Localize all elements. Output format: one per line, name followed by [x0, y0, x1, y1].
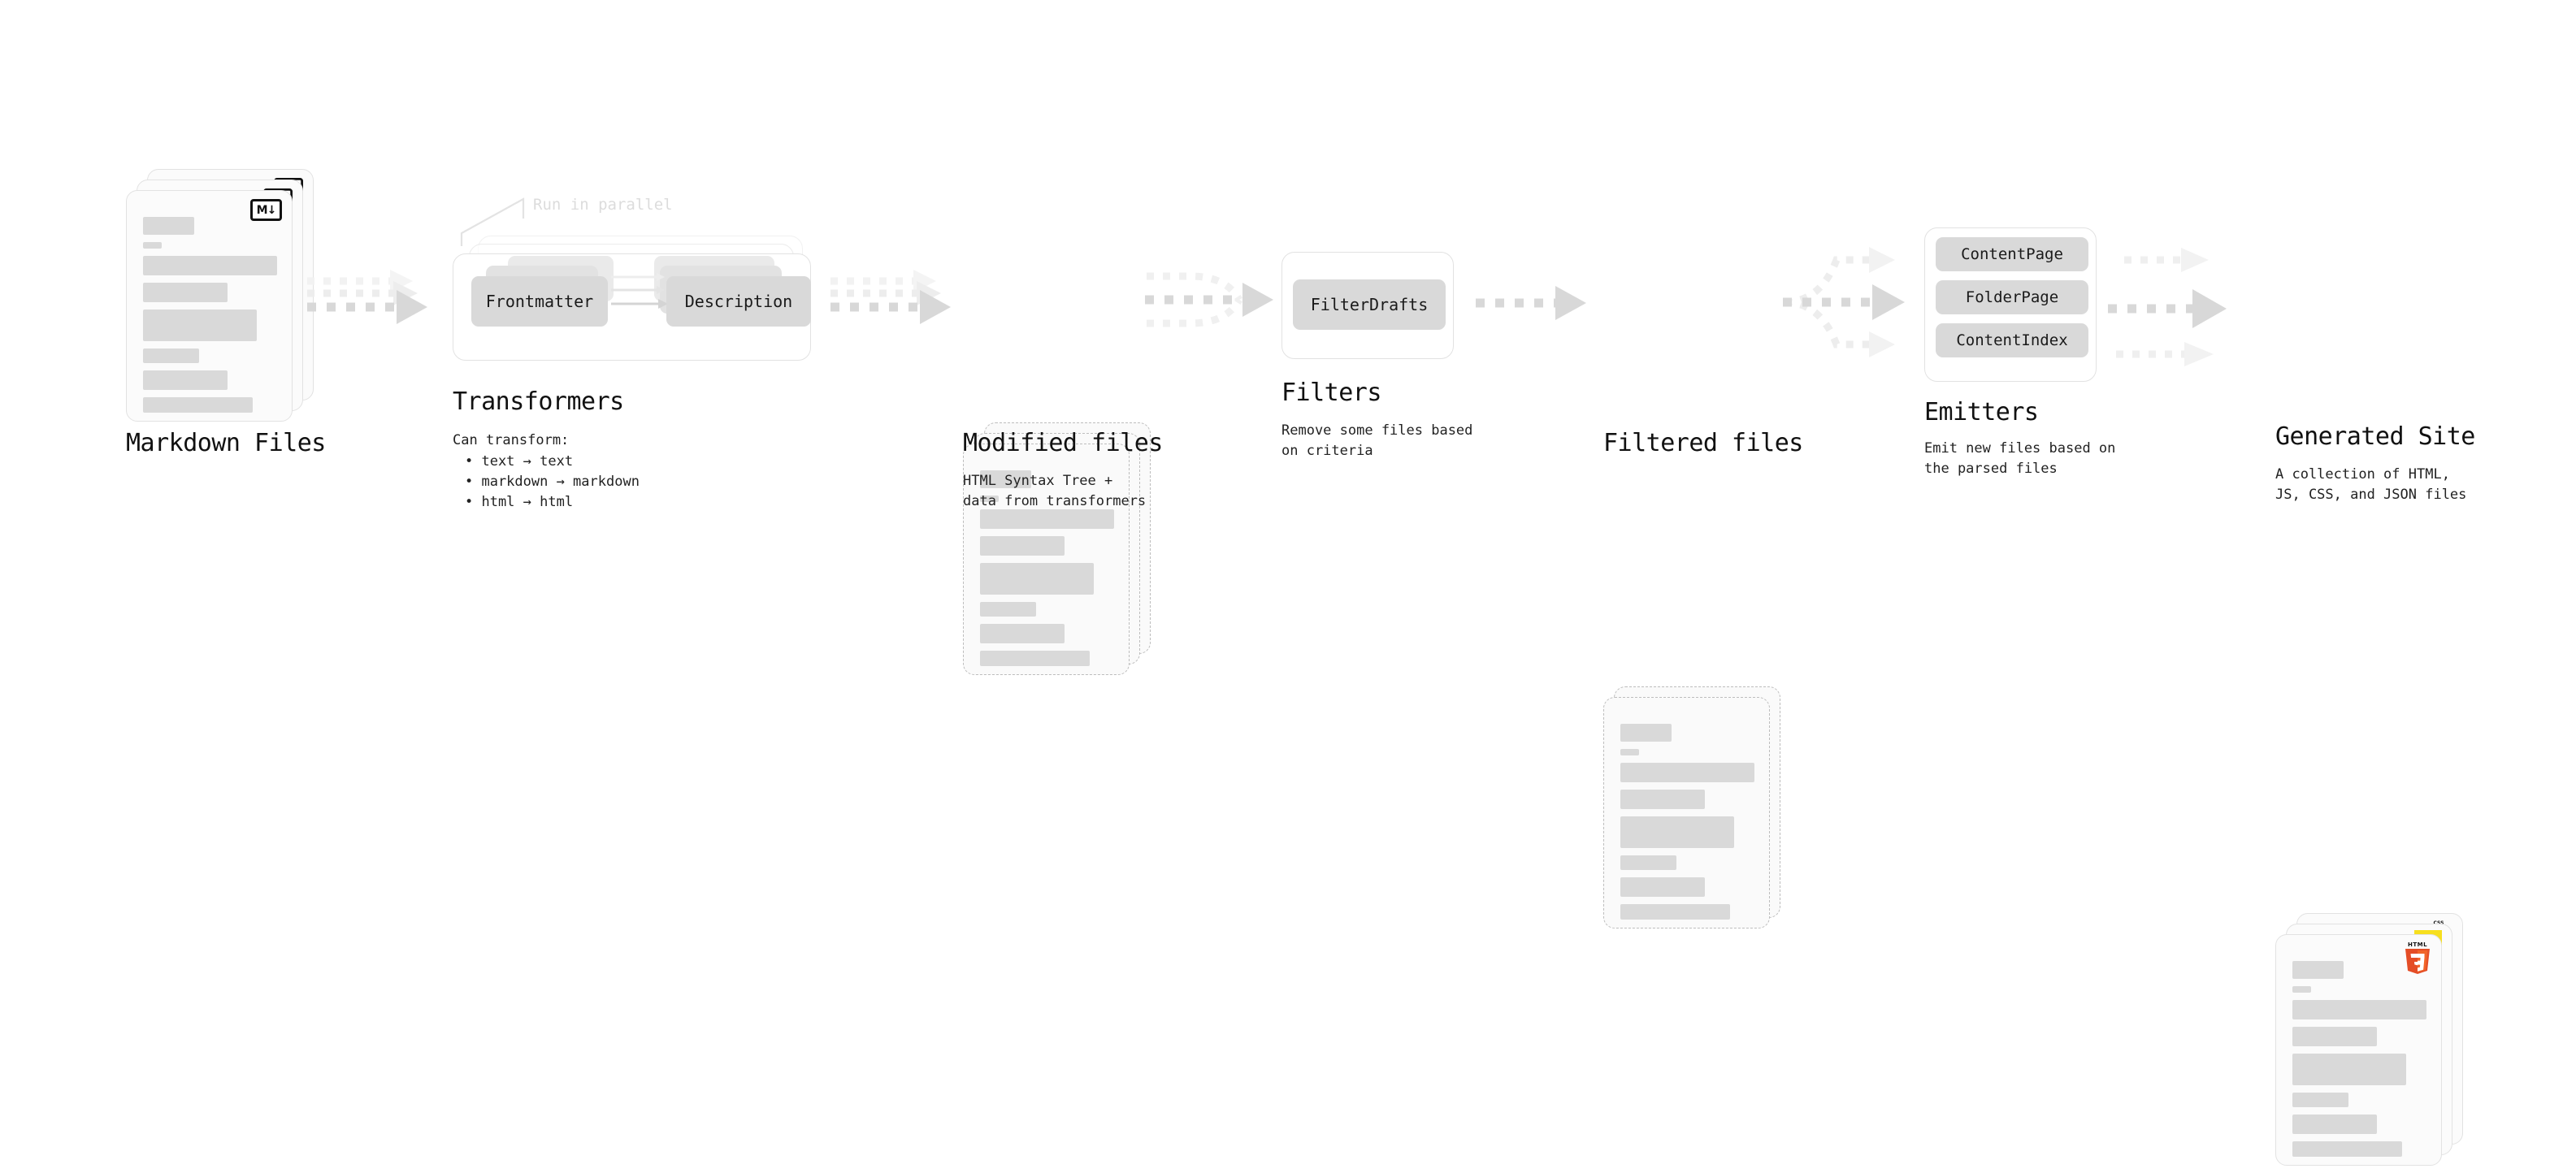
modified-files-stack [963, 422, 1154, 676]
transformers-bullet-0: • text → text [465, 453, 574, 470]
site-card-html: HTML [2275, 934, 2442, 1166]
arrow-modified-to-filters [1142, 258, 1288, 348]
emitter-chip-contentindex[interactable]: ContentIndex [1936, 323, 2088, 357]
markdown-card-front: M↓ [126, 190, 293, 422]
transformers-bullet-2: • html → html [465, 494, 574, 510]
arrow-emitters-to-site [2106, 234, 2253, 372]
arrow-transformers-to-modified [829, 268, 959, 341]
arrow-markdown-to-transformers [306, 268, 436, 341]
filtered-card-content [1620, 724, 1754, 927]
run-in-parallel-label: Run in parallel [533, 196, 673, 214]
modified-files-subtitle: HTML Syntax Tree + data from transformer… [963, 473, 1147, 509]
emitter-chip-contentpage[interactable]: ContentPage [1936, 237, 2088, 271]
filtered-files-title: Filtered files [1603, 429, 1803, 457]
pipeline-diagram: M↓ M↓ M↓ Markdown Files [126, 169, 2475, 1166]
emitters-subtitle: Emit new files based on the parsed files [1924, 440, 2116, 477]
emitter-chip-folderpage[interactable]: FolderPage [1936, 280, 2088, 314]
filters-title: Filters [1281, 379, 1381, 407]
generated-site-subtitle: A collection of HTML, JS, CSS, and JSON … [2275, 466, 2467, 503]
markdown-files-title: Markdown Files [126, 429, 326, 457]
modified-card-front [963, 444, 1130, 675]
transformers-subtitle: Can transform: [453, 432, 570, 448]
transformer-chip-description[interactable]: Description [666, 276, 811, 327]
markdown-files-stack: M↓ M↓ M↓ [126, 169, 317, 422]
markdown-card-content [143, 217, 277, 420]
modified-files-title: Modified files [963, 429, 1163, 457]
transformer-inner-arrows [611, 271, 684, 328]
transformer-chip-frontmatter[interactable]: Frontmatter [471, 276, 608, 327]
transformers-bullet-1: • markdown → markdown [465, 474, 640, 490]
filter-chip-filterdrafts[interactable]: FilterDrafts [1293, 279, 1446, 330]
arrow-filters-to-filtered [1472, 283, 1594, 323]
modified-card-content [980, 470, 1114, 673]
filtered-card-front [1603, 697, 1770, 928]
emitters-title: Emitters [1924, 398, 2039, 426]
generated-site-stack: CSS HTML [2275, 913, 2466, 1173]
filters-subtitle: Remove some files based on criteria [1281, 422, 1473, 459]
generated-site-title: Generated Site [2275, 422, 2475, 451]
site-card-content [2292, 961, 2426, 1164]
run-in-parallel-brace [460, 197, 549, 248]
arrow-filtered-to-emitters [1780, 236, 1934, 370]
filtered-files-stack [1603, 686, 1794, 930]
transformers-title: Transformers [453, 387, 624, 416]
transformers-bullets: • text → text • markdown → markdown • ht… [465, 452, 640, 513]
markdown-badge-icon: M↓ [250, 199, 282, 221]
svg-text:HTML: HTML [2408, 941, 2427, 948]
